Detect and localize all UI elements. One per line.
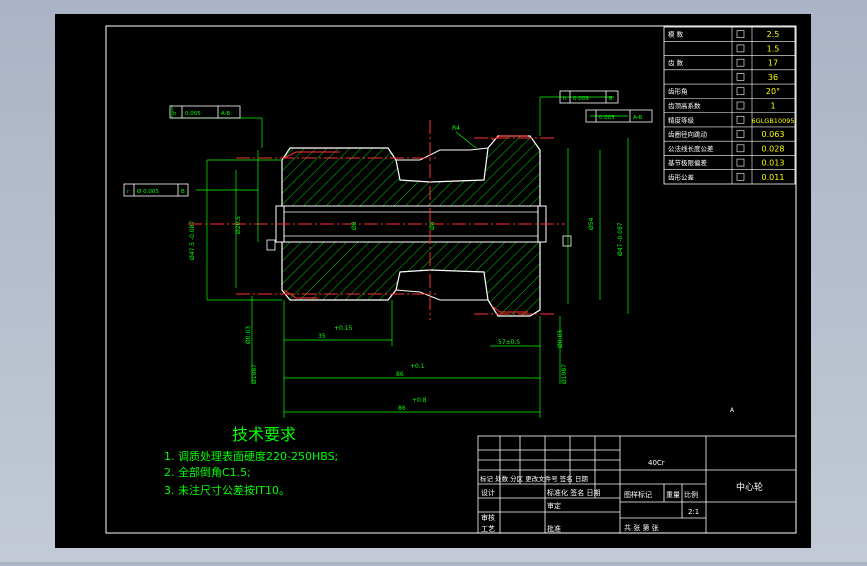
sheet-background [55,14,811,548]
scale-value: 2:1 [688,508,699,516]
param-label: 基节极限偏差 [668,158,708,167]
dim-len2: 57±0.5 [498,339,520,346]
notes-title: 技术要求 [232,425,296,444]
weight-label: 重量 [666,491,680,499]
param-symbol-box [736,87,745,96]
param-label: 模 数 [668,30,684,39]
tol-tra-a: h [563,96,567,102]
roughness-note: A [730,407,735,414]
tol-trb-b: 0.005 [599,115,615,121]
parameter-table: 模 数 2.5 1.5 齿 数 17 36 齿形角 20° 齿顶高系数 1 精度等级 6GLGB100… [663,26,796,185]
param-label: 齿 数 [668,58,684,67]
part-name: 中心轮 [736,481,763,493]
tolerance-texts: h 0.005 A-B h 0.009 B 0.005 A-B r Ø 0.00… [127,96,642,195]
param-value: 20° [766,87,780,96]
tol-tl-c: A-B [221,111,230,117]
craft-label: 工艺 [481,525,495,533]
tol-tra-b: 0.009 [573,96,589,102]
tol-lr-a: r [127,189,130,195]
tol-lr-c: B [181,189,185,195]
param-value: 1.5 [767,44,780,53]
title-block-texts: 40Cr 中心轮 标记 处数 分区 更改文件号 签名 日期 设计 标准化 签名 … [480,459,763,533]
dim-d3: Ø54 [588,217,595,230]
param-symbol-box [736,115,745,124]
dim-left-mid: Ø0.03 [245,326,252,344]
param-value: 6GLGB10095 [752,117,795,125]
tol-trb-c: A-B [633,115,642,121]
param-label: 公法线长度公差 [668,144,714,153]
dim-len4-tol: +0.8 [412,397,427,404]
std-label: 标准化 签名 日期 [547,488,600,497]
tolerance-frames [123,90,653,251]
row-headers: 标记 处数 分区 更改文件号 签名 日期 [480,474,588,483]
param-value: 1 [770,102,775,111]
dim-len1: 35 [318,333,326,340]
param-symbol-box [736,101,745,110]
note-3: 3. 未注尺寸公差按IT10。 [164,483,290,497]
dim-len1-tol: +0.15 [334,325,353,332]
param-symbol-box [736,144,745,153]
dim-d1: Ø47.5 -0.087 [189,220,196,260]
scale-label: 比例 [684,490,698,499]
param-value: 0.063 [762,130,785,139]
param-label: 精度等级 [668,115,695,124]
param-value: 36 [768,73,778,82]
tol-tl-b: 0.005 [185,111,201,117]
dim-left-low: Ø1987 [251,364,258,384]
param-symbol-box [736,158,745,167]
dim-bore: Ø8 [351,221,358,230]
note-1: 1. 调质处理表面硬度220-250HBS; [164,449,338,463]
dimension-texts: Ø47.5 -0.087 Ø20.5 Ø8 Ø8 Ø54 Ø47 -0.087 … [189,125,735,414]
dim-right-mid: Ø0.03 [557,330,564,348]
tol-tl-a: h [173,111,177,117]
drawing-border [105,25,797,534]
dim-right-low: Ø1987 [561,364,568,384]
tol-lr-b: Ø 0.005 [137,188,159,195]
approve-label: 批准 [547,524,561,533]
note-2: 2. 全部倒角C1.5; [164,465,251,479]
dim-len3: 86 [396,371,404,378]
dim-len3-tol: +0.1 [410,363,425,370]
param-value: 0.028 [762,144,785,153]
param-value: 17 [768,59,778,68]
dim-bore-2: Ø8 [429,221,436,230]
design-label: 设计 [481,488,495,497]
param-value: 0.013 [762,159,785,168]
param-symbol-box [736,130,745,138]
param-symbol-box [736,30,745,38]
dim-d4: Ø47 -0.087 [617,222,624,256]
param-label: 齿顶高系数 [668,101,701,110]
dimension-lines [171,96,629,418]
title-block [477,435,797,534]
stage-label: 图样标记 [624,490,652,499]
sheets-label: 共 张 第 张 [624,523,659,532]
approved-by-label: 审定 [547,501,561,510]
param-symbol-box [736,44,745,53]
review-label: 审核 [481,513,495,522]
param-label: 齿形公差 [668,172,695,181]
param-label: 齿圈径向跳动 [668,130,708,139]
param-value: 2.5 [767,30,780,39]
material: 40Cr [648,459,665,467]
dim-chamfer-note: R4 [452,125,460,132]
param-symbol-box [736,173,745,181]
center-lines [188,120,565,320]
technical-notes: 技术要求 1. 调质处理表面硬度220-250HBS; 2. 全部倒角C1.5;… [164,425,338,497]
param-symbol-box [736,58,745,67]
dim-d2: Ø20.5 [235,216,242,234]
param-label: 齿形角 [668,87,688,96]
param-symbol-box [736,73,745,81]
param-value: 0.011 [762,173,785,182]
dim-len4: 86 [398,405,406,412]
tol-tra-c: B [609,96,613,102]
